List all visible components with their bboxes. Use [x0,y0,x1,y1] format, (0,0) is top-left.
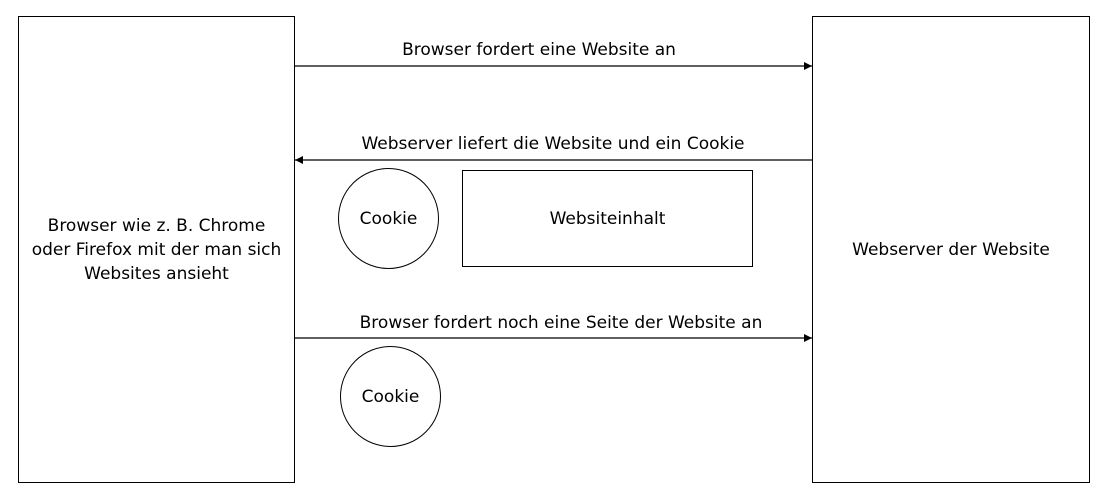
node-cookie-2-label: Cookie [361,386,420,407]
node-browser-label: Browser wie z. B. Chrome oder Firefox mi… [31,215,282,284]
node-server: Webserver der Website [812,16,1090,483]
node-browser: Browser wie z. B. Chrome oder Firefox mi… [18,16,295,483]
node-cookie-1: Cookie [338,168,439,269]
node-cookie-2: Cookie [340,346,441,447]
edge-label-response: Webserver liefert die Website und ein Co… [361,134,745,154]
edge-label-request-1: Browser fordert eine Website an [402,40,676,60]
node-server-label: Webserver der Website [852,239,1050,260]
node-content: Websiteinhalt [462,170,753,267]
edge-label-request-2: Browser fordert noch eine Seite der Webs… [359,313,763,333]
node-cookie-1-label: Cookie [359,208,418,229]
node-content-label: Websiteinhalt [549,208,666,229]
